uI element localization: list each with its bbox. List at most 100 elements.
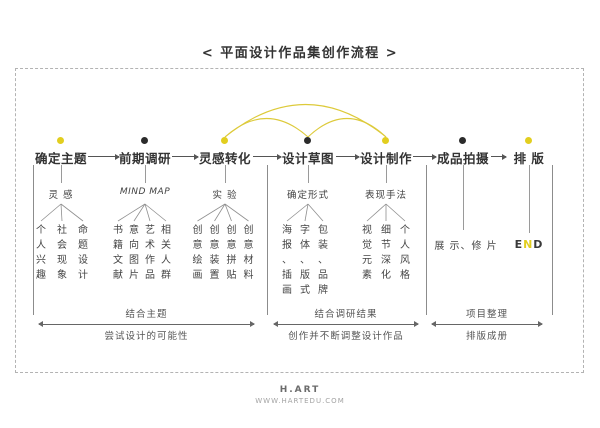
tree-item-char: 装 [209,255,220,266]
flow-dot-5 [382,137,389,144]
flow-dot-3 [221,137,228,144]
tree-item-char: 料 [243,270,254,281]
tree-item: 海报、插画 [280,223,294,298]
tree-item-char: 置 [209,270,220,281]
tree-item-char: 题 [78,240,88,251]
diagram-frame [15,68,584,373]
tree-item-char: 设 [78,255,88,266]
tree-item-char: 人 [400,240,410,251]
tree-item-char: 版 [300,270,310,281]
flow-arrow-5 [413,153,437,160]
flow-dot-1 [57,137,64,144]
tree-item-char: 贴 [226,270,237,281]
tree-item: 包装、品牌 [316,223,330,298]
node-connector-line [225,165,226,183]
tree-item-char: 文 [113,255,123,266]
tree-item: 个人风格 [398,223,412,283]
phase-3-bottom-label: 排版成册 [465,331,508,342]
tree-item-char: 社 [57,225,67,236]
divider-line-2 [267,165,268,315]
tree-item-char: 、 [318,255,328,266]
node-sublabel: MIND MAP [119,187,171,197]
tree-item-char: 品 [145,270,155,281]
tree-item: 字体、版式 [298,223,312,298]
tree-item: 创意材料 [242,223,256,283]
phase-1-top-label: 结合主题 [125,309,168,320]
tree-item-char: 意 [226,240,237,251]
node-connector-line [386,165,387,183]
tree-item-char: 插 [282,270,292,281]
tree-item-char: 格 [400,270,410,281]
tree-item-char: 创 [226,225,237,236]
tree-item-char: 式 [300,285,310,296]
flow-dot-6 [459,137,466,144]
brand-site: WWW.HARTEDU.COM [255,397,345,405]
tree-item-char: 包 [318,225,328,236]
flow-node-label-3: 灵感转化 [198,151,251,166]
tree-item-char: 作 [145,255,155,266]
phase-1-double-arrow [38,321,255,327]
tree-item-char: 关 [161,240,171,251]
tree-item-char: 相 [161,225,171,236]
tree-item-char: 象 [57,270,67,281]
flow-arrow-4 [336,153,360,160]
end-marker-char: N [523,238,534,251]
node-sublabel: 实 验 [212,190,238,201]
tree-item-char: 画 [282,285,292,296]
tree-item-char: 牌 [318,285,328,296]
tree-item: 艺术作品 [143,223,157,283]
divider-line-3 [426,165,427,315]
end-marker-char: D [533,238,544,251]
flow-node-label-2: 前期调研 [118,151,171,166]
node-note: 展 示、修 片 [434,241,498,252]
tree-item-char: 现 [57,255,67,266]
tree-item: 创意拼贴 [225,223,239,283]
flow-arrow-3 [253,153,282,160]
tree-item-char: 趣 [36,270,46,281]
flow-dot-7 [525,137,532,144]
tree-item: 社会现象 [55,223,69,283]
tree-item-char: 意 [209,240,220,251]
tree-item-char: 意 [129,225,139,236]
tree-item-char: 献 [113,270,123,281]
node-sublabel: 表现手法 [364,190,407,201]
tree-item-char: 图 [129,255,139,266]
phase-3-top-label: 项目整理 [465,309,508,320]
phase-group-1: 结合主题 尝试设计的可能性 [37,306,256,342]
flow-arrow-2 [172,153,199,160]
tree-item-char: 向 [129,240,139,251]
tree-item-char: 装 [318,240,328,251]
tree-item: 意向图片 [127,223,141,283]
tree-item-char: 报 [282,240,292,251]
divider-line-4 [552,165,553,315]
tree-item-char: 、 [282,255,292,266]
tree-item: 相关人群 [159,223,173,283]
tree-item-char: 兴 [36,255,46,266]
tree-item-char: 人 [36,240,46,251]
tree-item-char: 人 [161,255,171,266]
phase-1-bottom-label: 尝试设计的可能性 [104,331,189,342]
tree-item-char: 深 [381,255,391,266]
tree-item-char: 命 [78,225,88,236]
flow-arrow-6 [491,153,507,160]
tree-item-char: 节 [381,240,391,251]
tree-item-char: 化 [381,270,391,281]
tree-item: 视觉元素 [360,223,374,283]
flow-node-label-4: 设计草图 [281,151,334,166]
tree-item-char: 元 [362,255,372,266]
tree-item-char: 海 [282,225,292,236]
flow-arrow-1 [88,153,120,160]
tree-item-char: 创 [243,225,254,236]
flow-node-label-6: 成品拍摄 [436,151,489,166]
node-sublabel: 确定形式 [286,190,329,201]
tree-item-char: 字 [300,225,310,236]
page-title: < 平面设计作品集创作流程 > [201,46,399,61]
tree-item: 创意绘画 [191,223,205,283]
tree-item-char: 群 [161,270,171,281]
end-marker-char: E [514,238,524,251]
tree-item-char: 体 [300,240,310,251]
tree-item-char: 片 [129,270,139,281]
flow-node-label-7: 排 版 [513,151,545,166]
tree-item-char: 素 [362,270,372,281]
